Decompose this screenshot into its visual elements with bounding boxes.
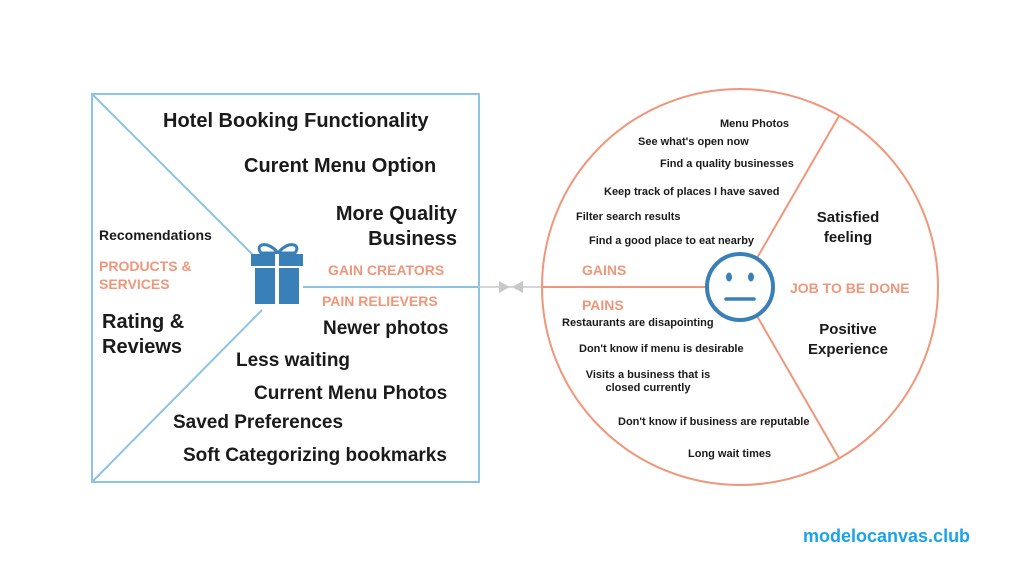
job-item: Positive bbox=[819, 321, 877, 338]
products-services-label: SERVICES bbox=[99, 276, 170, 292]
job-item: Experience bbox=[807, 341, 889, 358]
product-service-item: Recomendations bbox=[99, 227, 212, 243]
product-service-item: Reviews bbox=[102, 336, 183, 358]
pain-reliever-item: Saved Preferences bbox=[173, 412, 344, 433]
pain-item: Restaurants are disapointing bbox=[562, 317, 714, 329]
pain-reliever-item: Soft Categorizing bookmarks bbox=[183, 445, 447, 466]
gain-item: Keep track of places I have saved bbox=[604, 186, 780, 198]
value-map-diagonal-bottom bbox=[91, 309, 263, 483]
smiley-face-icon bbox=[705, 252, 775, 322]
circle-divider-top bbox=[756, 115, 840, 259]
product-service-item: Rating & bbox=[102, 311, 185, 333]
gain-item: Find a quality businesses bbox=[660, 158, 794, 170]
gain-creator-item: Hotel Booking Functionality bbox=[163, 110, 429, 132]
gain-item: Filter search results bbox=[576, 211, 681, 223]
pain-reliever-item: Newer photos bbox=[323, 318, 449, 339]
pain-item: Don't know if menu is desirable bbox=[579, 343, 744, 355]
gain-creator-item: Business bbox=[368, 228, 457, 250]
pains-label: PAINS bbox=[582, 297, 624, 313]
gain-item: Menu Photos bbox=[720, 118, 790, 130]
pain-item: Don't know if business are reputable bbox=[618, 416, 810, 428]
job-item: feeling bbox=[823, 229, 873, 246]
gain-creators-label: GAIN CREATORS bbox=[328, 262, 445, 278]
gain-item: Find a good place to eat nearby bbox=[589, 235, 755, 247]
gain-creator-item: Curent Menu Option bbox=[244, 155, 437, 177]
circle-divider-bottom bbox=[756, 315, 840, 459]
job-item: Satisfied bbox=[816, 209, 880, 226]
gift-icon bbox=[251, 243, 303, 304]
pain-item: Visits a business that is bbox=[585, 369, 711, 381]
value-map-diagonal-top bbox=[91, 93, 261, 263]
gain-creator-item: More Quality bbox=[335, 203, 457, 225]
pain-item: Long wait times bbox=[688, 448, 772, 460]
gain-item: See what's open now bbox=[638, 136, 749, 148]
pain-item: closed currently bbox=[605, 382, 691, 394]
fit-arrow-left bbox=[512, 281, 523, 293]
gains-label: GAINS bbox=[582, 262, 627, 278]
products-services-label: PRODUCTS & bbox=[99, 258, 192, 274]
fit-arrow-right bbox=[499, 281, 510, 293]
pain-reliever-item: Less waiting bbox=[236, 350, 351, 371]
brand-watermark[interactable]: modelocanvas.club bbox=[803, 526, 971, 546]
pain-relievers-label: PAIN RELIEVERS bbox=[322, 293, 438, 309]
pain-reliever-item: Current Menu Photos bbox=[254, 383, 448, 404]
job-to-be-done-label: JOB TO BE DONE bbox=[790, 280, 910, 296]
